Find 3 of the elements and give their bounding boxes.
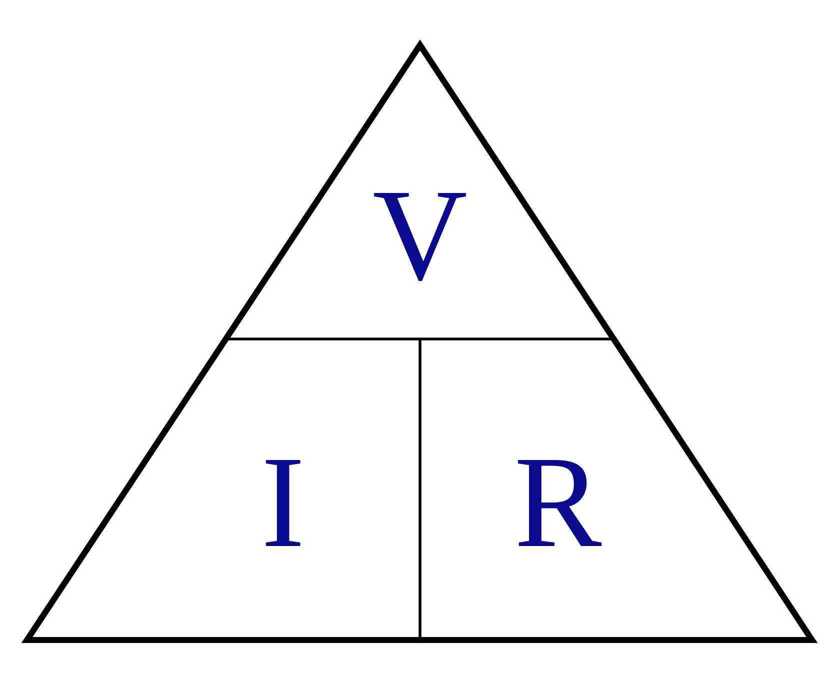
letter: I bbox=[266, 460, 300, 546]
letter: V bbox=[374, 193, 466, 281]
letter: R bbox=[518, 460, 602, 546]
